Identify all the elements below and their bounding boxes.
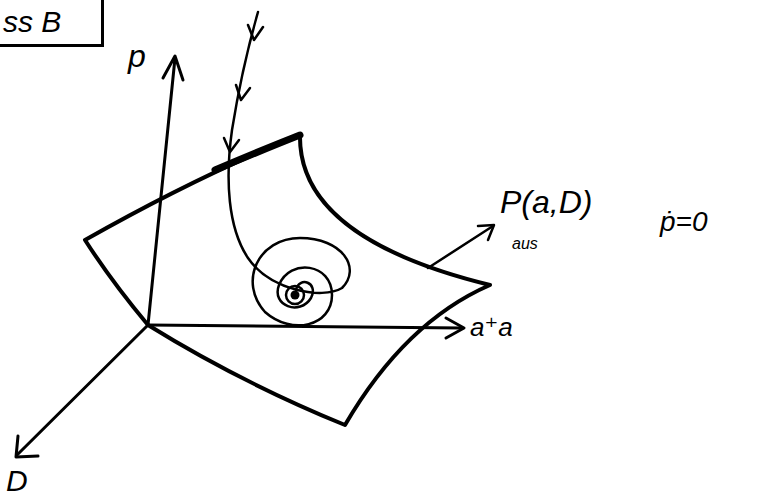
axis-label: p	[128, 40, 146, 72]
axis-label: ṗ=0	[660, 208, 708, 236]
class-box: ss B	[0, 0, 104, 47]
axis-label: P(a,D)	[500, 186, 592, 218]
axis-label: a⁺a	[470, 314, 513, 340]
axis-label: aus	[512, 236, 538, 252]
axis-label: D	[6, 466, 28, 496]
box-title: ss B	[3, 5, 107, 39]
